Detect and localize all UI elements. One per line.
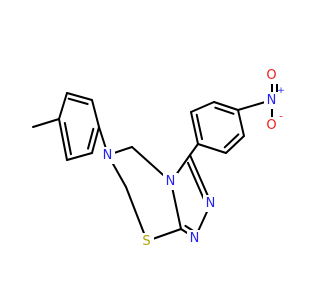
bond-r6-r1 [190,111,199,145]
svg-text:N: N [103,148,113,163]
molecule-structure: N N N N S N + O - [32,67,285,250]
bond-r4-r5-second [223,133,240,149]
svg-text:N: N [267,93,277,108]
svg-text:O: O [266,68,276,83]
bond-r3-r4 [237,109,245,137]
atom-o-nitro-minus: O - [264,112,283,134]
bond-r4-r5 [225,135,245,154]
svg-text:S: S [142,234,150,249]
atom-n-nitro: N + [264,86,285,109]
bond-me-t1 [32,118,60,128]
bond-t5-t6 [66,152,93,161]
bond-t6-t1-second [63,121,72,156]
bond-C17-Nr-second [186,161,205,201]
charge-minus: - [279,112,283,123]
bond-r2-r3 [213,101,239,111]
atom-n-triazole-fused: N [163,173,178,190]
bond-r2-r3-second [214,106,235,115]
atom-labels: N N N N S N + O - [100,67,285,250]
bond-r1-r2 [190,101,215,113]
svg-text:O: O [266,118,276,133]
svg-text:N: N [206,196,216,211]
bond-t2-t3 [66,92,93,101]
atom-s-thiadiazine: S [139,233,154,250]
atom-o-nitro-double: O [264,67,279,84]
atom-n-amine: N [100,147,115,164]
bond-C17-r6 [189,143,199,156]
bond-t4-t5 [91,126,100,154]
svg-text:N: N [190,231,200,246]
bond-t4-t5-second [87,127,95,150]
charge-plus: + [277,86,285,96]
bond-t3-t4 [91,99,100,128]
bond-t1-t2 [58,92,68,120]
bond-r6-r1-second [195,113,204,141]
bond-t2-t3-second [67,97,89,105]
bond-C12-S [125,186,148,242]
bond-r5-r6 [197,143,227,154]
bonds [32,74,278,242]
atom-n-triazole-right: N [203,195,218,212]
svg-text:N: N [166,174,176,189]
atom-n-triazole-bottom: N [187,230,202,247]
bond-t6-t1 [58,118,68,161]
